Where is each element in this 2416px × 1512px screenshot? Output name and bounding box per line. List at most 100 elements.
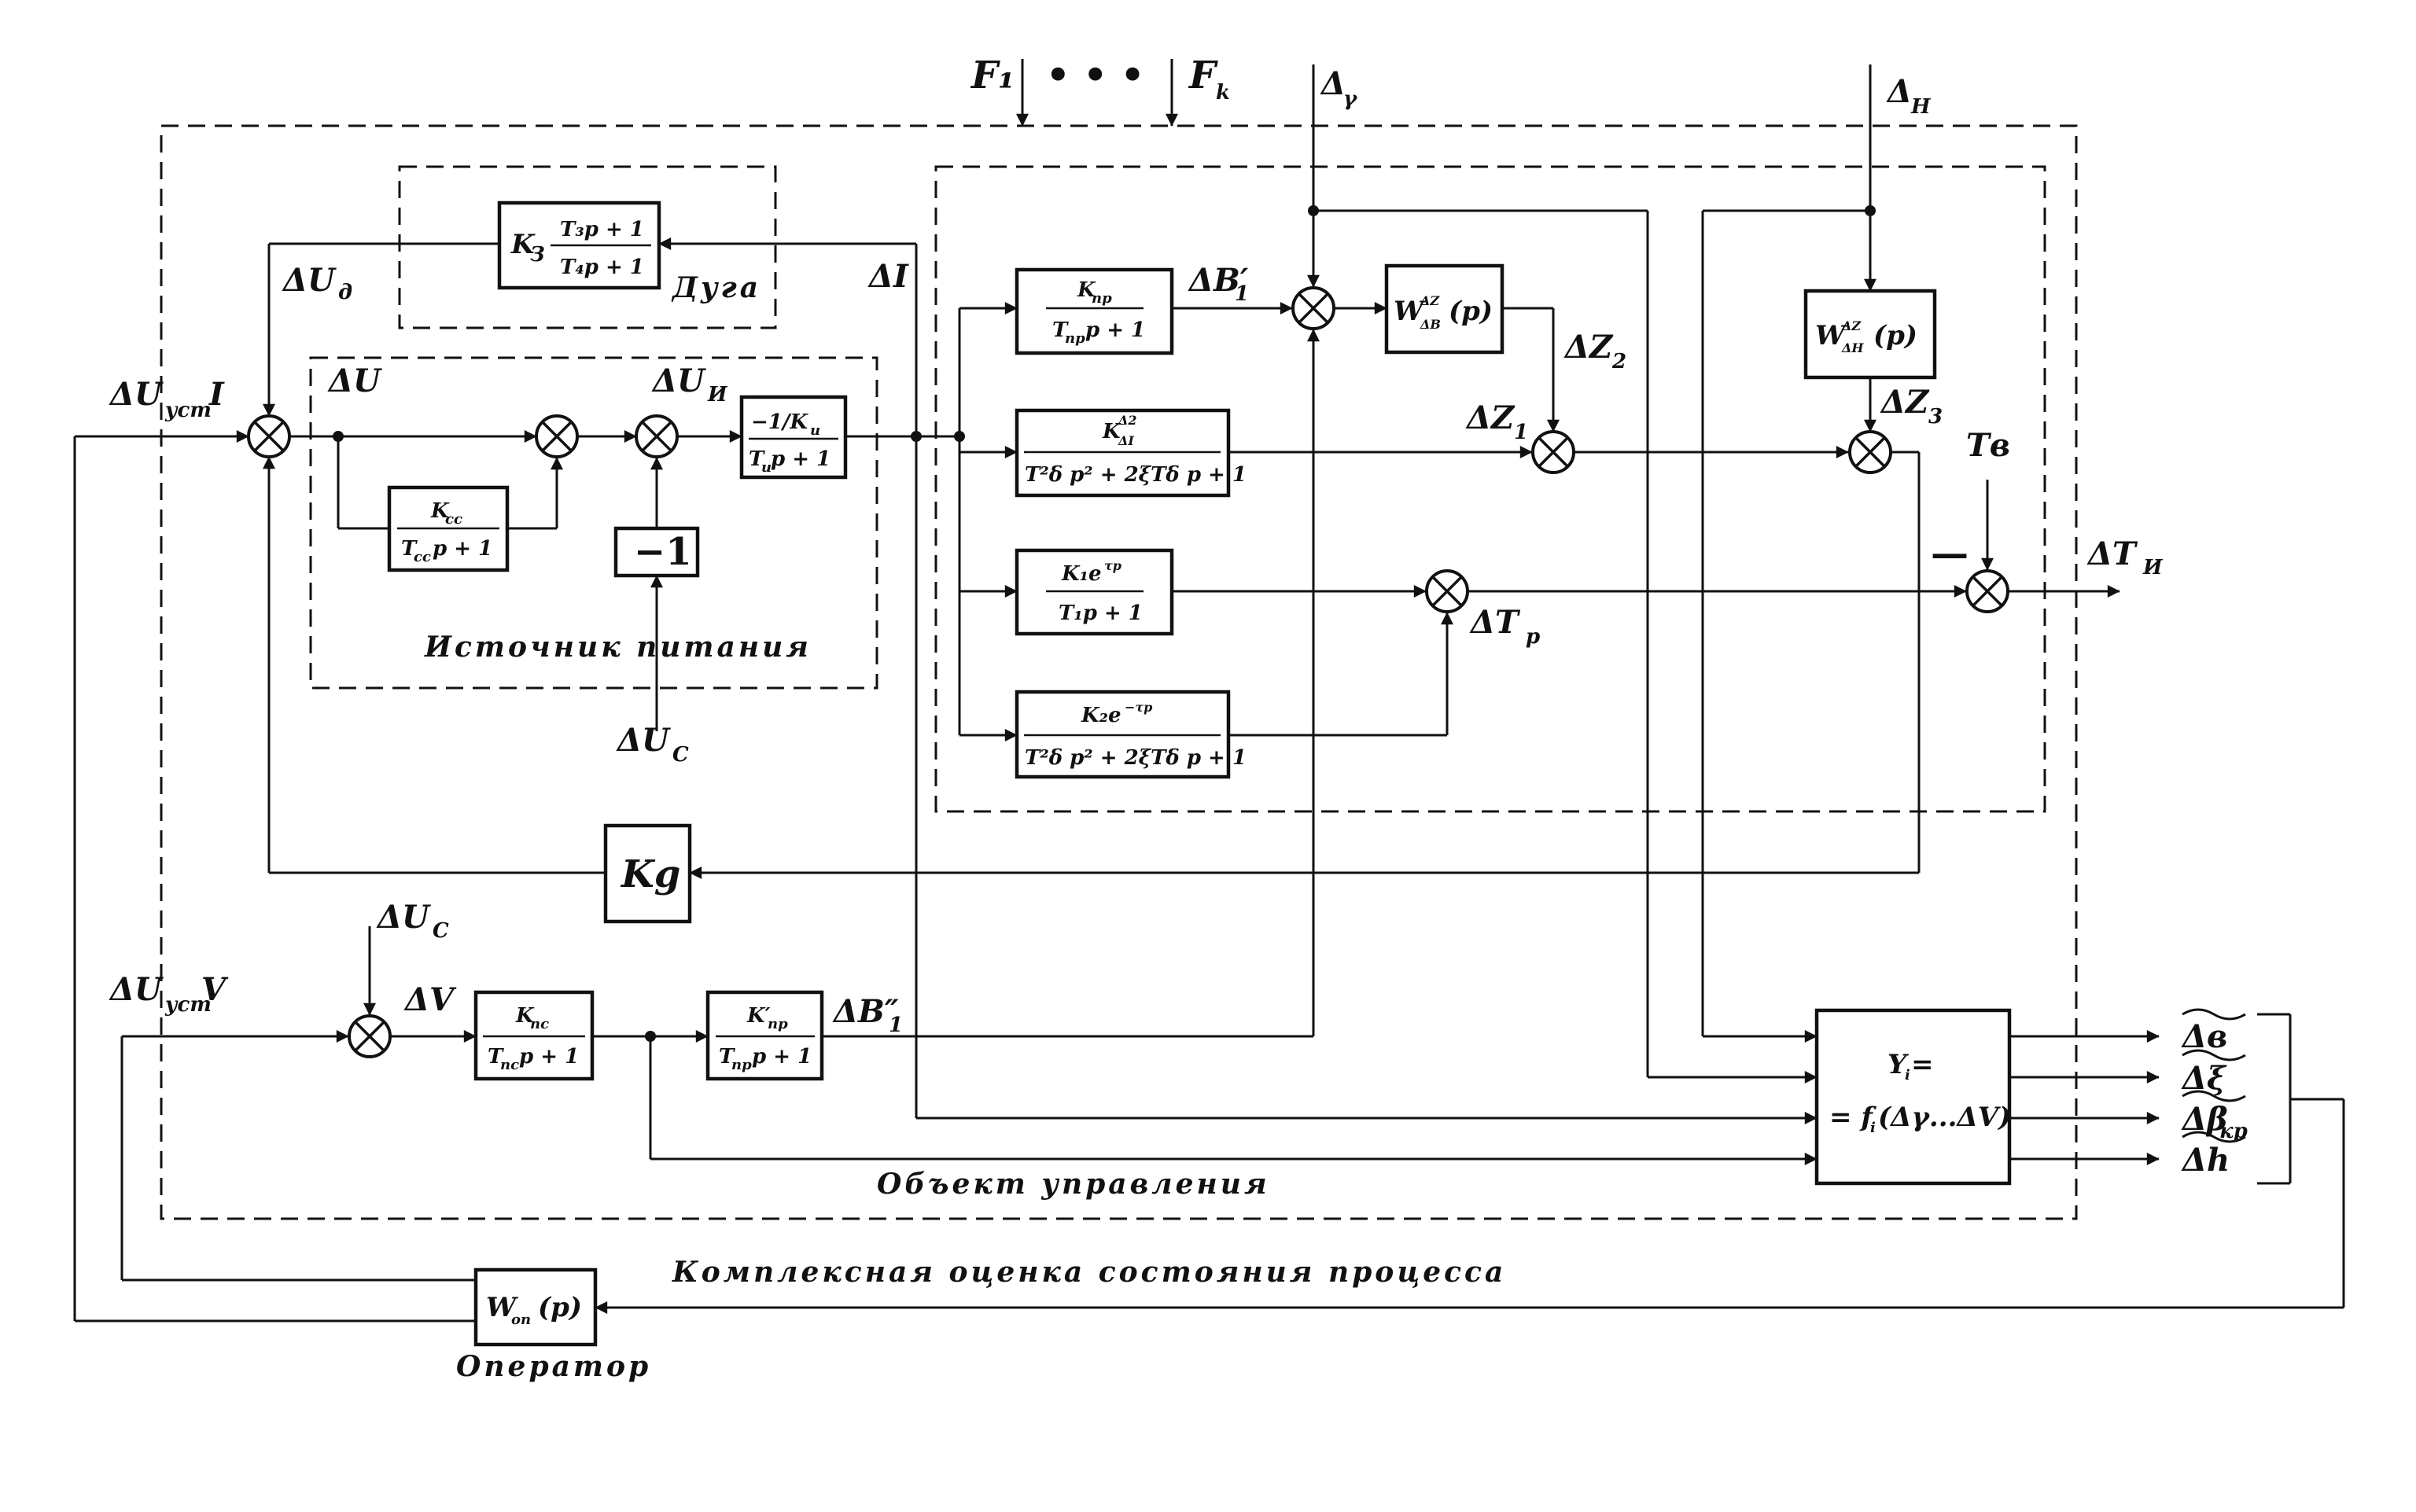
label-dz2: ΔZ 2 xyxy=(1563,329,1626,373)
svg-text:И: И xyxy=(2142,556,2164,579)
svg-text:3: 3 xyxy=(1928,405,1943,429)
svg-text:p + 1: p + 1 xyxy=(433,537,492,561)
block-power-source-output: −1/K и T и p + 1 xyxy=(739,395,848,480)
svg-text:ΔU: ΔU xyxy=(282,262,337,299)
svg-text:T: T xyxy=(719,1045,735,1069)
label-delta-u: ΔU xyxy=(327,362,382,399)
svg-text:сс: сс xyxy=(445,511,462,528)
svg-text:−1/K: −1/K xyxy=(751,410,808,434)
svg-text:T: T xyxy=(401,537,418,561)
label-du-c-bottom: ΔU C xyxy=(616,722,689,767)
svg-text:пс: пс xyxy=(530,1016,549,1032)
block-w-delta-h: W ΔZ ΔH (p) xyxy=(1803,289,1937,380)
block-k-delta-i: K Δ2 ΔI T²δ p² + 2ξTδ p + 1 xyxy=(1015,408,1247,498)
svg-text:Δξ: Δξ xyxy=(2181,1060,2227,1097)
label-delta-i: ΔI xyxy=(867,258,909,295)
svg-text:ΔT: ΔT xyxy=(1469,604,1521,641)
sum-voltage-source xyxy=(635,414,679,458)
svg-text:кр: кр xyxy=(2219,1120,2248,1143)
svg-text:K: K xyxy=(510,229,536,260)
svg-text:T: T xyxy=(749,447,765,471)
svg-text:V: V xyxy=(201,971,229,1008)
svg-text:ΔT: ΔT xyxy=(2086,535,2138,572)
svg-text:I: I xyxy=(208,376,225,413)
block-kps: K пс T пс p + 1 xyxy=(473,990,595,1081)
svg-text:H: H xyxy=(1910,95,1932,119)
label-du-c-top: ΔU C xyxy=(376,899,449,943)
svg-text:Δв: Δв xyxy=(2181,1018,2227,1055)
svg-text:K′: K′ xyxy=(746,1004,771,1028)
svg-text:ΔI: ΔI xyxy=(1118,433,1134,448)
svg-text:T: T xyxy=(488,1045,504,1069)
svg-text:T₃p + 1: T₃p + 1 xyxy=(560,218,644,241)
svg-text:Y: Y xyxy=(1888,1049,1909,1080)
svg-text:(p): (p) xyxy=(1873,320,1917,351)
block-k2-delay: K₂e −τp T²δ p² + 2ξTδ p + 1 xyxy=(1015,690,1247,779)
svg-text:1: 1 xyxy=(1514,421,1528,444)
svg-text:p + 1: p + 1 xyxy=(519,1045,579,1069)
label-delta-v: ΔV xyxy=(403,981,457,1018)
sum-b1 xyxy=(1291,286,1335,330)
sum-local-feedback xyxy=(535,414,579,458)
svg-text:K: K xyxy=(1077,278,1096,302)
svg-text:ΔZ: ΔZ xyxy=(1563,329,1614,366)
svg-text:пс: пс xyxy=(500,1057,519,1073)
signal-lines xyxy=(73,64,2345,1323)
svg-text:ΔU: ΔU xyxy=(616,722,671,759)
block-w-delta-b: W ΔZ ΔB (p) xyxy=(1384,263,1504,355)
svg-text:и: и xyxy=(761,459,772,476)
svg-text:1: 1 xyxy=(889,1014,903,1037)
caption-process-assessment: Комплексная оценка состояния процесса xyxy=(672,1256,1506,1289)
svg-text:ΔB′: ΔB′ xyxy=(1188,262,1249,299)
sum-z1 xyxy=(1531,430,1575,474)
label-dti: ΔT И xyxy=(2086,535,2164,579)
svg-text:= f: = f xyxy=(1829,1102,1876,1133)
svg-text:(Δγ...ΔV): (Δγ...ΔV) xyxy=(1878,1102,2011,1133)
svg-text:γ: γ xyxy=(1343,87,1358,111)
svg-text:З: З xyxy=(530,243,545,267)
block-kg: Kg xyxy=(603,823,692,924)
svg-text:=: = xyxy=(1911,1049,1934,1080)
svg-text:k: k xyxy=(1216,81,1230,105)
block-yi-assessment: Y i = = f i (Δγ...ΔV) xyxy=(1814,1008,2011,1186)
svg-text:Δβ: Δβ xyxy=(2181,1101,2228,1138)
svg-text:пр: пр xyxy=(768,1016,788,1032)
sum-main xyxy=(247,414,291,458)
svg-text:(p): (p) xyxy=(1449,296,1493,327)
disturbance-f1: F₁ xyxy=(970,53,1029,127)
disturbance-ellipsis: • • • xyxy=(1046,53,1144,97)
svg-text:−τp: −τp xyxy=(1125,700,1152,715)
svg-text:ΔH: ΔH xyxy=(1841,340,1864,355)
svg-text:i: i xyxy=(1870,1120,1876,1136)
svg-text:ΔU: ΔU xyxy=(109,376,164,413)
svg-text:пр: пр xyxy=(1092,290,1112,307)
svg-text:Δh: Δh xyxy=(2181,1142,2230,1179)
svg-text:оп: оп xyxy=(511,1312,531,1328)
svg-text:K: K xyxy=(515,1004,535,1028)
svg-text:ΔZ: ΔZ xyxy=(1420,293,1440,308)
block-kpr-prime: K′ пр T пр p + 1 xyxy=(705,990,824,1081)
svg-text:p + 1: p + 1 xyxy=(752,1045,812,1069)
label-dtp: ΔT р xyxy=(1469,604,1540,649)
block-minus-one: −1 xyxy=(613,526,700,578)
svg-text:W: W xyxy=(1394,296,1426,327)
caption-power-source: Источник питания xyxy=(424,631,812,664)
svg-text:Δ: Δ xyxy=(1886,73,1912,110)
sum-v xyxy=(348,1014,392,1058)
svg-text:Kg: Kg xyxy=(620,852,680,896)
svg-text:ΔU: ΔU xyxy=(651,362,706,399)
svg-text:Δ: Δ xyxy=(1320,65,1346,102)
svg-text:T₁p + 1: T₁p + 1 xyxy=(1059,601,1143,625)
svg-text:ΔZ: ΔZ xyxy=(1841,318,1862,333)
svg-text:K: K xyxy=(430,499,450,523)
block-kpr: K пр T пр p + 1 xyxy=(1015,267,1174,355)
caption-operator: Оператор xyxy=(456,1350,651,1383)
svg-text:2: 2 xyxy=(1611,350,1626,373)
output-delta-xi: Δξ xyxy=(2181,1049,2246,1097)
svg-text:F: F xyxy=(1188,53,1218,97)
svg-text:i: i xyxy=(1905,1067,1910,1083)
svg-text:уст: уст xyxy=(164,399,212,422)
object-boundary xyxy=(160,124,2078,1220)
input-delta-h: Δ H xyxy=(1886,73,1932,119)
